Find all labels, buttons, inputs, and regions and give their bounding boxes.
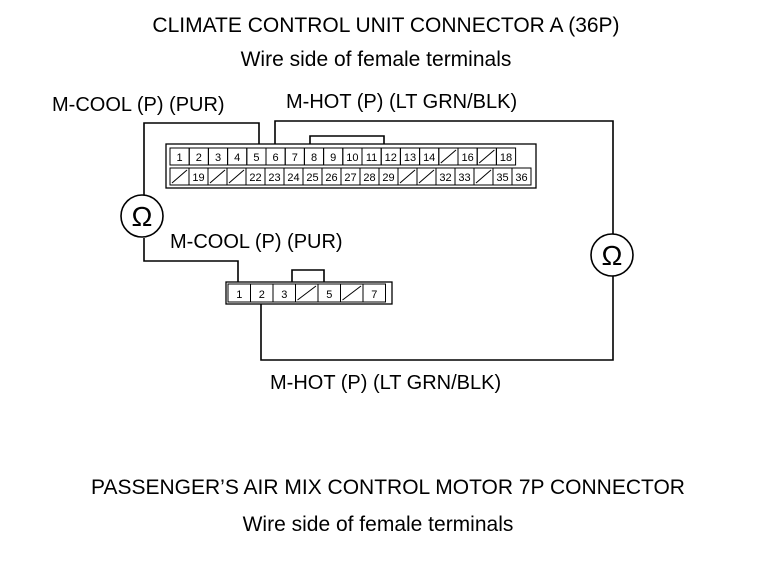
pin-number: 5 <box>326 289 332 301</box>
pin-number: 12 <box>385 152 397 164</box>
pin-number: 28 <box>363 172 375 184</box>
pin-number: 5 <box>253 152 259 164</box>
empty-pin-slash <box>297 285 317 301</box>
pin-number: 8 <box>311 152 317 164</box>
ohmmeter-right: Ω <box>590 233 634 277</box>
empty-pin-slash <box>399 169 416 184</box>
pin-cell <box>511 167 532 186</box>
pin-number: 3 <box>215 152 221 164</box>
pin-number: 18 <box>500 152 512 164</box>
pin-number: 3 <box>281 289 287 301</box>
ohm-icon: Ω <box>132 201 153 232</box>
empty-pin-slash <box>171 169 188 184</box>
motor-connector-title: PASSENGER’S AIR MIX CONTROL MOTOR 7P CON… <box>91 476 685 499</box>
ohmmeter-left: Ω <box>120 194 164 238</box>
pin-number: 7 <box>371 289 377 301</box>
connector-7p: 1 2 3 5 7 <box>225 269 393 305</box>
wires <box>143 120 614 361</box>
pin-number: 29 <box>382 172 394 184</box>
pin-number: 22 <box>249 172 261 184</box>
pin-number: 26 <box>325 172 337 184</box>
pin-number: 25 <box>306 172 318 184</box>
empty-pin-slash <box>440 149 457 164</box>
pin-number: 2 <box>196 152 202 164</box>
motor-connector-subtitle: Wire side of female terminals <box>243 513 514 536</box>
wire-label-mhot-top: M-HOT (P) (LT GRN/BLK) <box>286 91 517 113</box>
empty-pin-slash <box>228 169 245 184</box>
pin-number: 23 <box>268 172 280 184</box>
empty-pin-slash <box>475 169 492 184</box>
pin-number: 27 <box>344 172 356 184</box>
connector-36p-row2: 19 22 23 24 25 26 27 28 29 32 33 35 36 <box>169 167 532 186</box>
connector-7p-row: 1 2 3 5 7 <box>227 283 386 303</box>
empty-pin-slash <box>418 169 435 184</box>
pin-number: 11 <box>366 152 377 164</box>
pin-number: 10 <box>346 152 358 164</box>
pin-number: 33 <box>458 172 470 184</box>
pin-number: 13 <box>404 152 416 164</box>
pin-number: 16 <box>461 152 473 164</box>
wire-mcool-lower <box>143 238 239 282</box>
pin-number: 14 <box>423 152 435 164</box>
wire-mhot-lower <box>260 276 614 361</box>
pin-number: 19 <box>192 172 204 184</box>
pin-number: 35 <box>496 172 508 184</box>
pin-number: 36 <box>515 172 527 184</box>
pin-cell <box>495 147 517 166</box>
pin-number: 1 <box>236 289 242 301</box>
pin-number: 24 <box>287 172 299 184</box>
pin-number: 4 <box>234 152 240 164</box>
pin-number: 9 <box>330 152 336 164</box>
wire-label-mcool-mid: M-COOL (P) (PUR) <box>170 231 343 253</box>
pin-number: 7 <box>292 152 298 164</box>
pin-number: 1 <box>177 152 183 164</box>
pin-number: 32 <box>439 172 451 184</box>
ohm-icon: Ω <box>602 240 623 271</box>
connector-a-title: CLIMATE CONTROL UNIT CONNECTOR A (36P) <box>152 14 619 37</box>
empty-pin-slash <box>342 285 362 301</box>
empty-pin-slash <box>209 169 226 184</box>
connector-a-subtitle: Wire side of female terminals <box>241 48 512 71</box>
wire-mhot <box>274 120 614 234</box>
empty-pin-slash <box>478 149 495 164</box>
wire-label-mcool-top: M-COOL (P) (PUR) <box>52 94 225 116</box>
wire-label-mhot-bottom: M-HOT (P) (LT GRN/BLK) <box>270 372 501 394</box>
pin-number: 6 <box>273 152 279 164</box>
pin-number: 2 <box>259 289 265 301</box>
pin-cell <box>362 283 386 303</box>
wire-mcool <box>143 122 260 196</box>
